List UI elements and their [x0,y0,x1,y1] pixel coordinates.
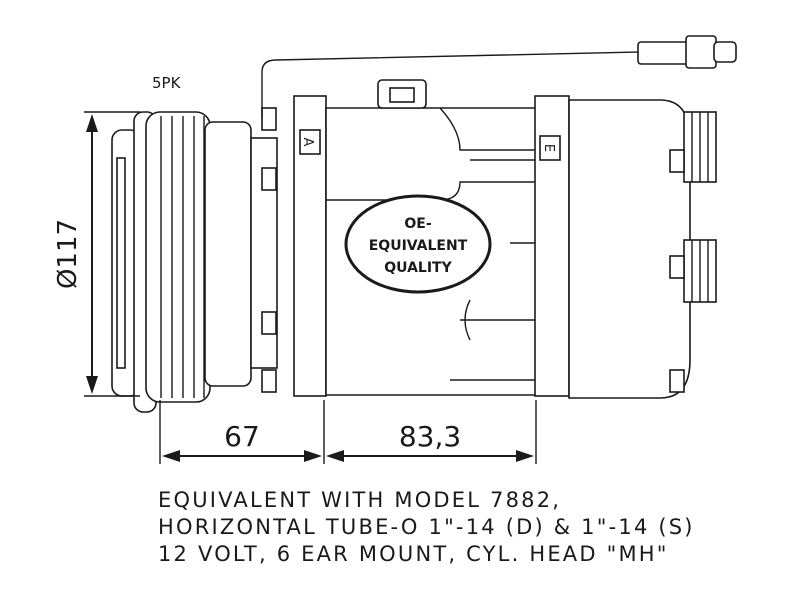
diameter-label: Ø117 [53,219,83,289]
oe-quality-stamp: OE- EQUIVALENT QUALITY [344,194,492,294]
bolt [669,149,685,173]
spec-line-1: EQUIVALENT WITH MODEL 7882, [158,488,562,512]
front-mark-label: A [300,138,315,147]
spec-line-3: 12 VOLT, 6 EAR MOUNT, CYL. HEAD "MH" [158,542,669,566]
bolt [261,107,277,131]
rear-mark-box [539,135,561,161]
bolt [261,311,277,335]
clutch-wire [261,35,737,118]
pulley-center-plate [116,157,126,369]
rear-mark-label: E [541,144,556,152]
stamp-oval [344,194,492,294]
spec-line-2: HORIZONTAL TUBE-O 1"-14 (D) & 1"-14 (S) [158,515,695,539]
bolt [669,369,685,393]
stamp-line-2: EQUIVALENT [369,238,468,254]
stamp-line-1: OE- [404,216,431,232]
body-length-label: 83,3 [399,420,461,453]
length-dimensions: 67 83,3 [159,400,537,464]
top-fitting-nut [389,87,415,103]
connector-head [685,35,717,69]
pulley-grooves [145,111,211,403]
bolt [669,255,685,279]
bolt [261,369,277,393]
stamp-line-3: QUALITY [384,260,452,276]
cylinder-head [568,99,691,399]
front-mark-box [299,129,321,155]
connector-cap [713,41,737,63]
diameter-dimension: Ø117 [53,111,140,397]
connector-body [637,41,691,65]
belt-type-label: 5PK [152,74,182,92]
clutch-coil-housing [204,121,252,387]
pulley [111,111,252,413]
clutch-length-label: 67 [224,420,260,453]
bolt [261,167,277,191]
